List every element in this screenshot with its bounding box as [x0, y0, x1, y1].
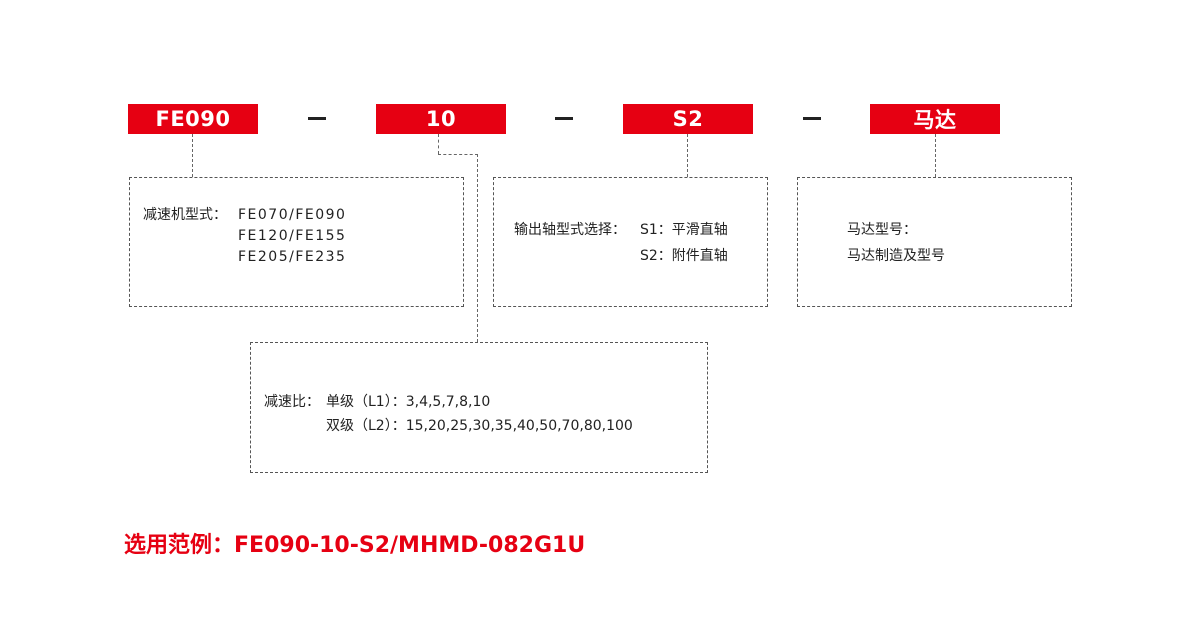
output-shaft-line-2: S2：附件直轴: [640, 248, 728, 264]
code-box-ratio: 10: [376, 104, 506, 134]
connector-ratio-3: [477, 154, 478, 342]
connector-model: [192, 134, 193, 177]
code-box-model-label: FE090: [155, 107, 231, 131]
connector-shaft: [687, 134, 688, 177]
connector-ratio-1: [438, 134, 439, 154]
ratio-line-single: 单级（L1）：3,4,5,7,8,10: [326, 394, 491, 410]
reducer-type-line-3: FE205/FE235: [238, 249, 347, 265]
code-box-motor: 马达: [870, 104, 1000, 134]
info-box-reducer-type: 减速机型式： FE070/FE090 FE120/FE155 FE205/FE2…: [129, 177, 464, 307]
code-box-shaft-label: S2: [672, 107, 704, 131]
output-shaft-label: 输出轴型式选择：: [514, 222, 626, 238]
example-label: 选用范例：: [124, 533, 235, 558]
motor-line-1: 马达型号：: [847, 222, 917, 238]
info-box-output-shaft: 输出轴型式选择： S1：平滑直轴 S2：附件直轴: [493, 177, 768, 307]
reducer-type-line-2: FE120/FE155: [238, 228, 347, 244]
separator-dash-1: [308, 117, 326, 120]
motor-line-2: 马达制造及型号: [847, 248, 945, 264]
code-box-model: FE090: [128, 104, 258, 134]
info-box-ratio: 减速比： 单级（L1）：3,4,5,7,8,10 双级（L2）：15,20,25…: [250, 342, 708, 473]
code-box-ratio-label: 10: [425, 107, 457, 131]
separator-dash-3: [803, 117, 821, 120]
example-value: FE090-10-S2/MHMD-082G1U: [234, 533, 586, 558]
ratio-line-double: 双级（L2）：15,20,25,30,35,40,50,70,80,100: [326, 418, 633, 434]
code-box-shaft: S2: [623, 104, 753, 134]
connector-ratio-2: [438, 154, 478, 155]
info-box-motor: 马达型号： 马达制造及型号: [797, 177, 1072, 307]
reducer-type-line-1: FE070/FE090: [238, 207, 347, 223]
connector-motor: [935, 134, 936, 177]
selection-example: 选用范例：FE090-10-S2/MHMD-082G1U: [124, 527, 585, 559]
code-box-motor-label: 马达: [913, 108, 957, 132]
ratio-label: 减速比：: [264, 394, 320, 410]
separator-dash-2: [555, 117, 573, 120]
output-shaft-line-1: S1：平滑直轴: [640, 222, 728, 238]
reducer-type-label: 减速机型式：: [143, 207, 227, 223]
